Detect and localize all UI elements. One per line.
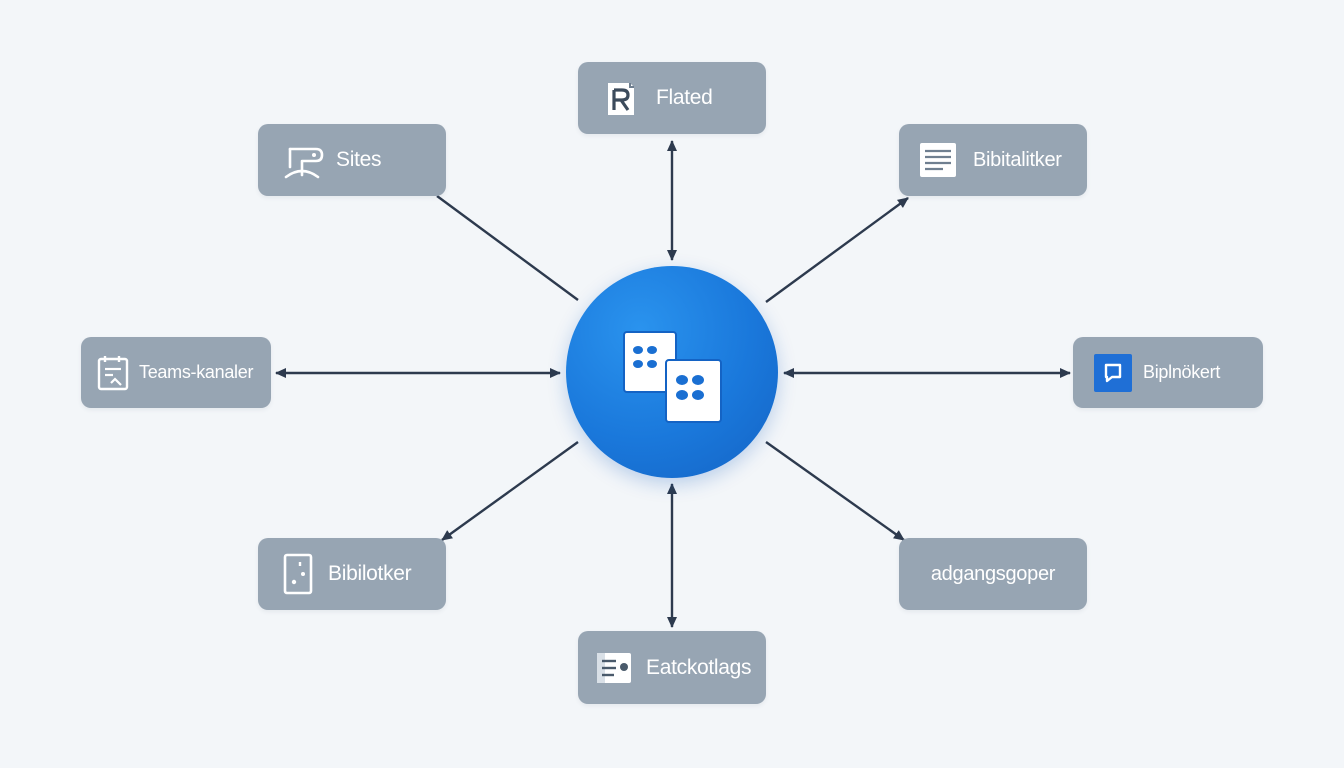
node-top-left[interactable]: Sites [258, 124, 446, 196]
text-document-icon [920, 143, 956, 177]
door-document-icon [283, 553, 313, 595]
node-top-label: Flated [656, 86, 713, 109]
node-bottom-right[interactable]: adgangsgoper [899, 538, 1087, 610]
list-card-icon [597, 652, 631, 683]
document-r-icon [608, 83, 634, 115]
connector-top-left [436, 195, 579, 301]
node-bottom-label: Eatckotlags [646, 655, 752, 679]
node-top-left-label: Sites [336, 148, 382, 171]
node-right[interactable]: Biplnökert [1073, 337, 1263, 408]
node-bottom[interactable]: Eatckotlags [578, 631, 766, 704]
chat-square-icon [1094, 353, 1132, 392]
connector-bottom-right [765, 441, 905, 541]
site-sketch-icon [284, 147, 324, 179]
node-left[interactable]: Teams-kanaler [81, 337, 271, 408]
hub-circle[interactable] [566, 266, 778, 478]
node-bottom-right-label: adgangsgoper [930, 562, 1056, 585]
teams-tiles-icon [623, 331, 722, 423]
connector-top-right [765, 197, 909, 303]
node-top-right-label: Bibitalitker [973, 148, 1062, 171]
node-left-label: Teams-kanaler [139, 362, 254, 382]
connector-bottom-left [441, 441, 579, 541]
checklist-icon [97, 355, 129, 390]
node-right-label: Biplnökert [1143, 362, 1221, 382]
node-top-right[interactable]: Bibitalitker [899, 124, 1087, 196]
node-top[interactable]: Flated [578, 62, 766, 134]
node-bottom-left[interactable]: Bibilotker [258, 538, 446, 610]
node-bottom-left-label: Bibilotker [328, 562, 412, 585]
